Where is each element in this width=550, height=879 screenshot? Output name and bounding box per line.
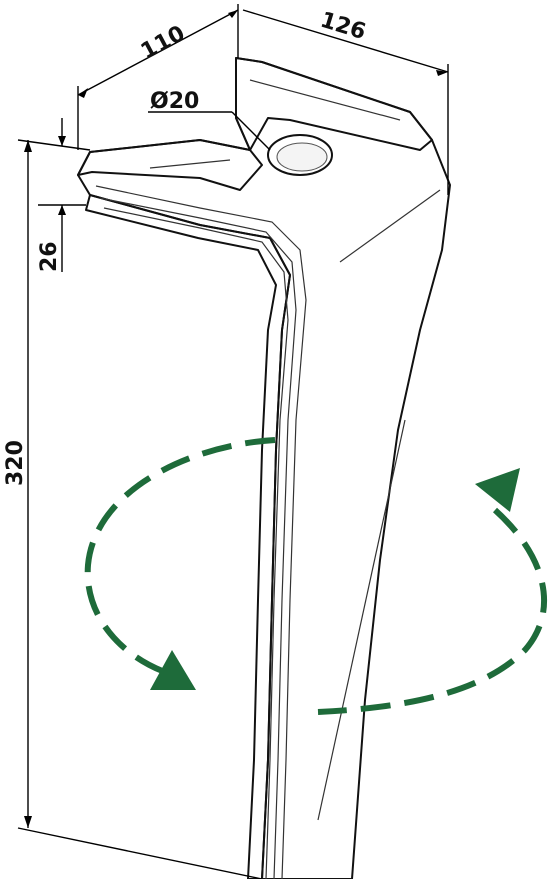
tine-blade [77,57,451,879]
dimension-26: 26 [37,241,62,272]
dimension-110: 110 [137,21,189,65]
dimension-lines [17,4,449,879]
dimension-126: 126 [317,8,368,45]
mounting-hole [267,134,333,176]
rotation-arrows-icon [84,437,548,715]
dimension-hole-diameter: Ø20 [150,89,199,114]
dimension-320: 320 [3,440,28,486]
rotation-arrowheads [150,468,520,690]
